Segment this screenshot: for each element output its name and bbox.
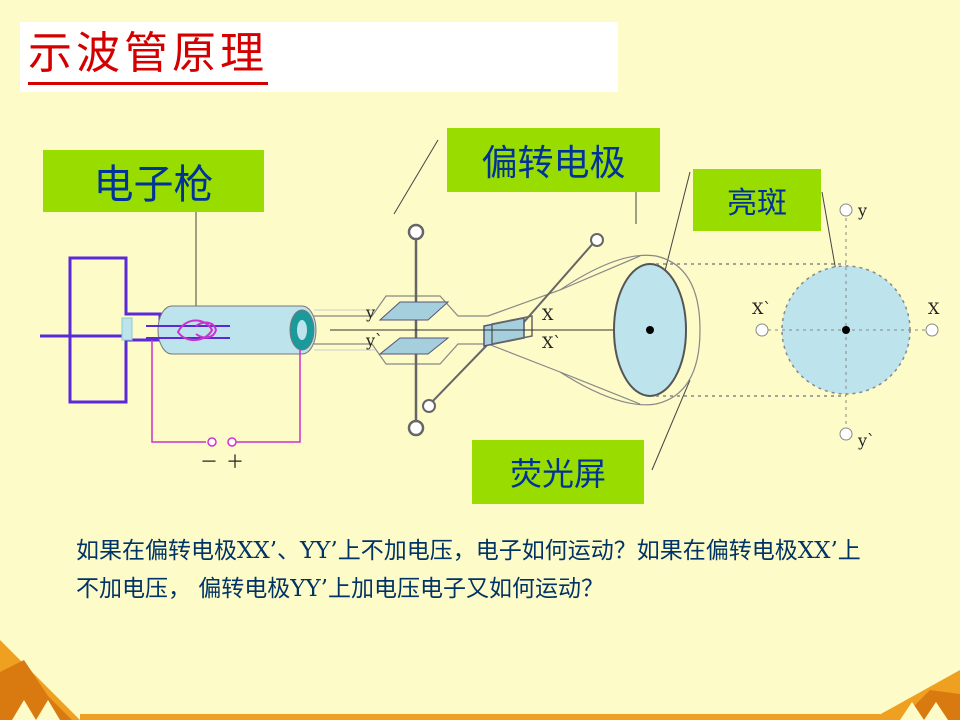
x-plate-lead-bottom: [429, 341, 491, 405]
x-plates-back: [491, 315, 533, 345]
fluorescent-screen-label: 荧光屏: [472, 440, 644, 504]
screen-y-terminal-bottom: [839, 427, 853, 441]
screen-x-terminal-left: [755, 323, 769, 337]
screen-label-y-prime: y`: [857, 431, 875, 450]
plate-label-x: X: [542, 305, 554, 324]
gun-cylinder: [157, 305, 317, 355]
y-plate-terminal-bottom: [407, 419, 425, 437]
question-text: 如果在偏转电极XX’、YY’上不加电压，电子如何运动？如果在偏转电极XX’上不加…: [76, 538, 861, 602]
screen-x-terminal-right: [925, 323, 939, 337]
electron-gun-label: 电子枪: [43, 150, 264, 212]
polarity-minus: －: [200, 452, 218, 473]
corner-decoration-right: [870, 670, 960, 720]
deflection-electrodes-label: 偏转电极: [447, 128, 660, 192]
plate-label-y: y: [365, 303, 375, 322]
plate-label-x-prime: X`: [542, 333, 561, 352]
bulb-outline: [559, 254, 701, 406]
y-plate-terminal-top: [407, 223, 425, 241]
screen-label-x-prime: X`: [752, 299, 771, 318]
screen-y-terminal-top: [839, 203, 853, 217]
screen-label-y: y: [857, 201, 867, 220]
title-box: 示波管原理: [20, 22, 618, 92]
screen-leader-line: [651, 379, 691, 471]
screen-label-x: X: [928, 299, 940, 318]
polarity-plus: ＋: [226, 452, 244, 473]
bottom-band: [80, 714, 880, 720]
plate-label-y-prime: y`: [365, 331, 383, 350]
cathode-tip: [121, 317, 133, 341]
terminal-plus: [227, 437, 237, 447]
y-plate-upper: [378, 301, 450, 321]
wire-right: [236, 350, 301, 443]
deflection-leader-line-1: [393, 139, 439, 215]
corner-decoration-left: [0, 640, 80, 720]
x-plate-lead-top: [523, 239, 597, 323]
y-plate-lower: [378, 337, 450, 355]
terminal-minus: [207, 437, 217, 447]
heater-frame: [68, 256, 162, 404]
filament-leads: [146, 325, 230, 339]
anode-hole: [297, 320, 307, 340]
bright-spot-label: 亮斑: [693, 169, 821, 231]
filament-coil: [176, 319, 218, 341]
bright-spot-dot: [842, 326, 850, 334]
x-plate-terminal-bottom: [422, 399, 436, 413]
neck-inner: [314, 309, 375, 351]
screen-spot: [646, 326, 654, 334]
wire-left: [151, 340, 206, 443]
x-plate-terminal-top: [590, 233, 604, 247]
slide-title: 示波管原理: [28, 28, 268, 85]
